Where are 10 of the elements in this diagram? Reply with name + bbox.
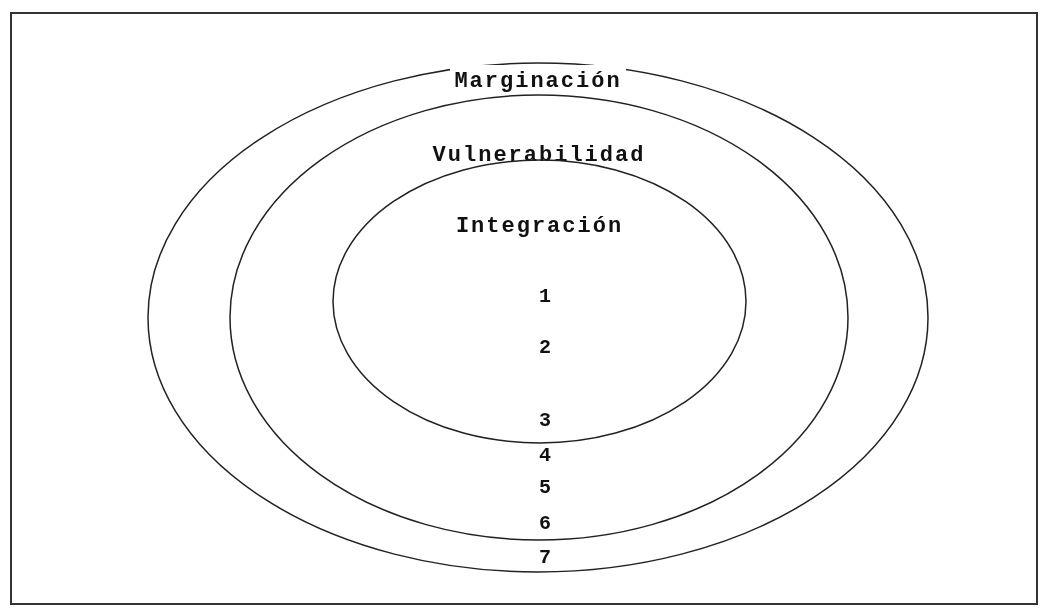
ellipse [148, 63, 928, 572]
zone-number: 7 [539, 545, 551, 571]
ellipse [333, 160, 746, 443]
zone-number: 1 [539, 284, 551, 310]
zone-number: 4 [539, 443, 551, 469]
zone-number: 3 [539, 408, 551, 434]
zone-number: 2 [539, 335, 551, 361]
ellipse [230, 95, 848, 540]
zone-number: 5 [539, 475, 551, 501]
zone-number: 6 [539, 511, 551, 537]
